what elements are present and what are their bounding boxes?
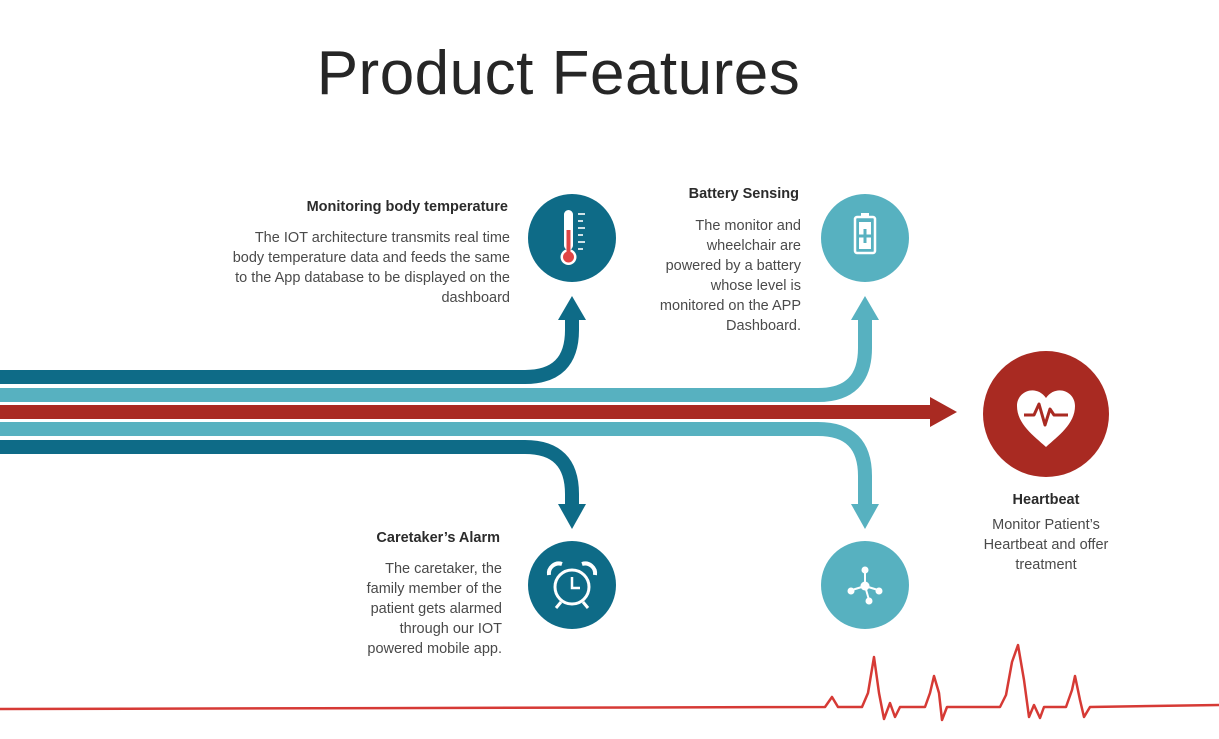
description-line: Monitor Patient’s: [992, 517, 1100, 533]
description-line: family member of the: [366, 581, 502, 597]
flow-line-network: [0, 422, 872, 506]
flow-line-battery: [0, 318, 872, 402]
description-line: patient gets alarmed: [370, 601, 502, 617]
battery-icon: [821, 194, 909, 282]
temperature-title: Monitoring body temperature: [306, 199, 508, 215]
alarm-description: The caretaker, the family member of the …: [300, 559, 502, 659]
description-line: The caretaker, the: [385, 561, 502, 577]
description-line: treatment: [1015, 557, 1077, 573]
arrow-up-temperature: [558, 296, 586, 320]
arrow-up-battery: [851, 296, 879, 320]
alarm-clock-icon: [528, 541, 616, 629]
arrow-down-alarm: [558, 504, 586, 529]
temperature-description: The IOT architecture transmits real time…: [190, 228, 510, 308]
description-line: Heartbeat and offer: [983, 537, 1109, 553]
description-line: to the App database to be displayed on t…: [235, 270, 510, 286]
arrow-right-heartbeat: [930, 397, 957, 427]
description-line: body temperature data and feeds the same: [232, 250, 510, 266]
description-line: through our IOT: [399, 621, 502, 637]
slide-title: Product Features: [316, 39, 801, 108]
heartbeat-title: Heartbeat: [1012, 492, 1080, 508]
description-line: Dashboard.: [726, 318, 801, 334]
description-line: The monitor and: [695, 218, 801, 234]
network-nodes-icon: [821, 541, 909, 629]
description-line: whose level is: [710, 278, 801, 294]
alarm-title: Caretaker’s Alarm: [376, 530, 500, 546]
ecg-line: [0, 643, 1219, 722]
heartbeat-description: Monitor Patient’s Heartbeat and offer tr…: [946, 515, 1146, 575]
flow-line-alarm: [0, 440, 579, 506]
description-line: dashboard: [441, 290, 510, 306]
battery-title: Battery Sensing: [688, 186, 799, 202]
battery-description: The monitor and wheelchair are powered b…: [620, 216, 801, 336]
description-line: powered by a battery: [665, 258, 801, 274]
thermometer-icon: [528, 194, 616, 282]
flow-line-temperature: [0, 318, 579, 384]
description-line: wheelchair are: [706, 238, 801, 254]
heart-pulse-icon: [983, 351, 1109, 477]
description-line: monitored on the APP: [659, 298, 801, 314]
description-line: powered mobile app.: [367, 641, 502, 657]
description-line: The IOT architecture transmits real time: [254, 230, 510, 246]
arrow-down-network: [851, 504, 879, 529]
